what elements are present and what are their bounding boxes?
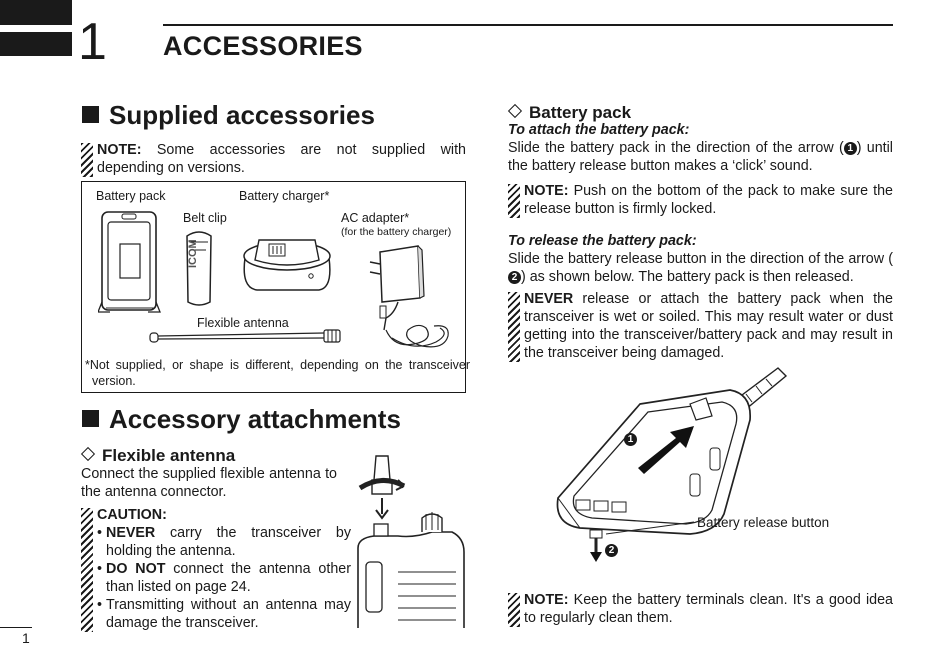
ac-adapter-label: AC adapter*	[341, 211, 410, 225]
caution-item: NEVER carry the transceiver by holding t…	[97, 524, 351, 560]
note-text: Some accessories are not supplied with d…	[97, 142, 466, 176]
hatch-icon	[508, 593, 520, 627]
battery-note-2: NOTE: Keep the battery terminals clean. …	[508, 591, 893, 627]
ac-adapter-icon	[369, 245, 449, 348]
marker-2-label: 2	[605, 544, 618, 557]
battery-release-button-label: Battery release button	[697, 515, 830, 530]
note-label: NOTE:	[97, 142, 142, 158]
antenna-caution: CAUTION: NEVER carry the transceiver by …	[81, 506, 351, 632]
antenna-attach-illustration	[357, 455, 465, 628]
hatch-icon	[508, 292, 520, 362]
battery-release-illustration	[556, 367, 788, 562]
diamond-bullet-icon	[80, 446, 96, 462]
battery-warning: NEVER release or attach the battery pack…	[508, 290, 893, 362]
square-bullet-icon	[82, 106, 99, 123]
marker-1-label: 1	[624, 433, 637, 446]
hatch-icon	[81, 143, 93, 177]
hatch-icon	[508, 184, 520, 218]
belt-clip-icon	[186, 231, 212, 306]
battery-pack-label: Battery pack	[96, 189, 166, 203]
marker-2-icon: 2	[508, 271, 521, 284]
caution-item: Transmitting without an antenna may dama…	[97, 596, 351, 632]
attachments-heading-text: Accessory attachments	[109, 404, 401, 434]
supplied-footnote: *Not supplied, or shape is different, de…	[85, 358, 470, 388]
footer-rule	[0, 627, 32, 628]
battery-charger-icon	[243, 239, 331, 291]
belt-clip-logo: ICOM	[187, 239, 199, 268]
supplied-heading-text: Supplied accessories	[109, 100, 375, 130]
battery-charger-label: Battery charger*	[239, 189, 330, 203]
marker-1-icon: 1	[843, 142, 857, 155]
attachments-heading: Accessory attachments	[82, 404, 401, 435]
flexible-antenna-heading: Flexible antenna	[80, 446, 235, 466]
battery-pack-icon	[98, 211, 161, 313]
belt-clip-label: Belt clip	[183, 211, 227, 225]
caution-label: CAUTION:	[97, 507, 167, 523]
page-number: 1	[22, 630, 30, 646]
release-title: To release the battery pack:	[508, 233, 697, 249]
accessories-box: Battery pack Battery charger* Belt clip …	[81, 181, 470, 393]
caution-list: NEVER carry the transceiver by holding t…	[97, 524, 351, 632]
battery-pack-heading: Battery pack	[507, 103, 631, 123]
supplied-note: NOTE: Some accessories are not supplied …	[81, 141, 466, 177]
chapter-number: 1	[78, 13, 107, 71]
chapter-tab-top	[0, 0, 72, 25]
battery-pack-heading-text: Battery pack	[529, 103, 632, 122]
flexible-antenna-icon	[149, 329, 341, 343]
battery-note-1: NOTE: Push on the bottom of the pack to …	[508, 182, 893, 218]
chapter-tab-bottom	[0, 32, 72, 56]
hatch-icon	[81, 508, 93, 632]
flexible-antenna-heading-text: Flexible antenna	[102, 446, 236, 465]
release-instructions: Slide the battery release button in the …	[508, 251, 893, 285]
attach-title: To attach the battery pack:	[508, 122, 690, 138]
antenna-instructions: Connect the supplied flexible antenna to…	[81, 466, 337, 500]
supplied-heading: Supplied accessories	[82, 100, 375, 131]
diamond-bullet-icon	[507, 103, 523, 119]
ac-adapter-sublabel: (for the battery charger)	[341, 226, 452, 238]
flexible-antenna-label: Flexible antenna	[197, 316, 289, 330]
header-rule	[163, 24, 893, 26]
attach-instructions: Slide the battery pack in the direction …	[508, 140, 893, 174]
square-bullet-icon	[82, 410, 99, 427]
caution-item: DO NOT connect the antenna other than li…	[97, 560, 351, 596]
chapter-title: ACCESSORIES	[163, 31, 363, 61]
